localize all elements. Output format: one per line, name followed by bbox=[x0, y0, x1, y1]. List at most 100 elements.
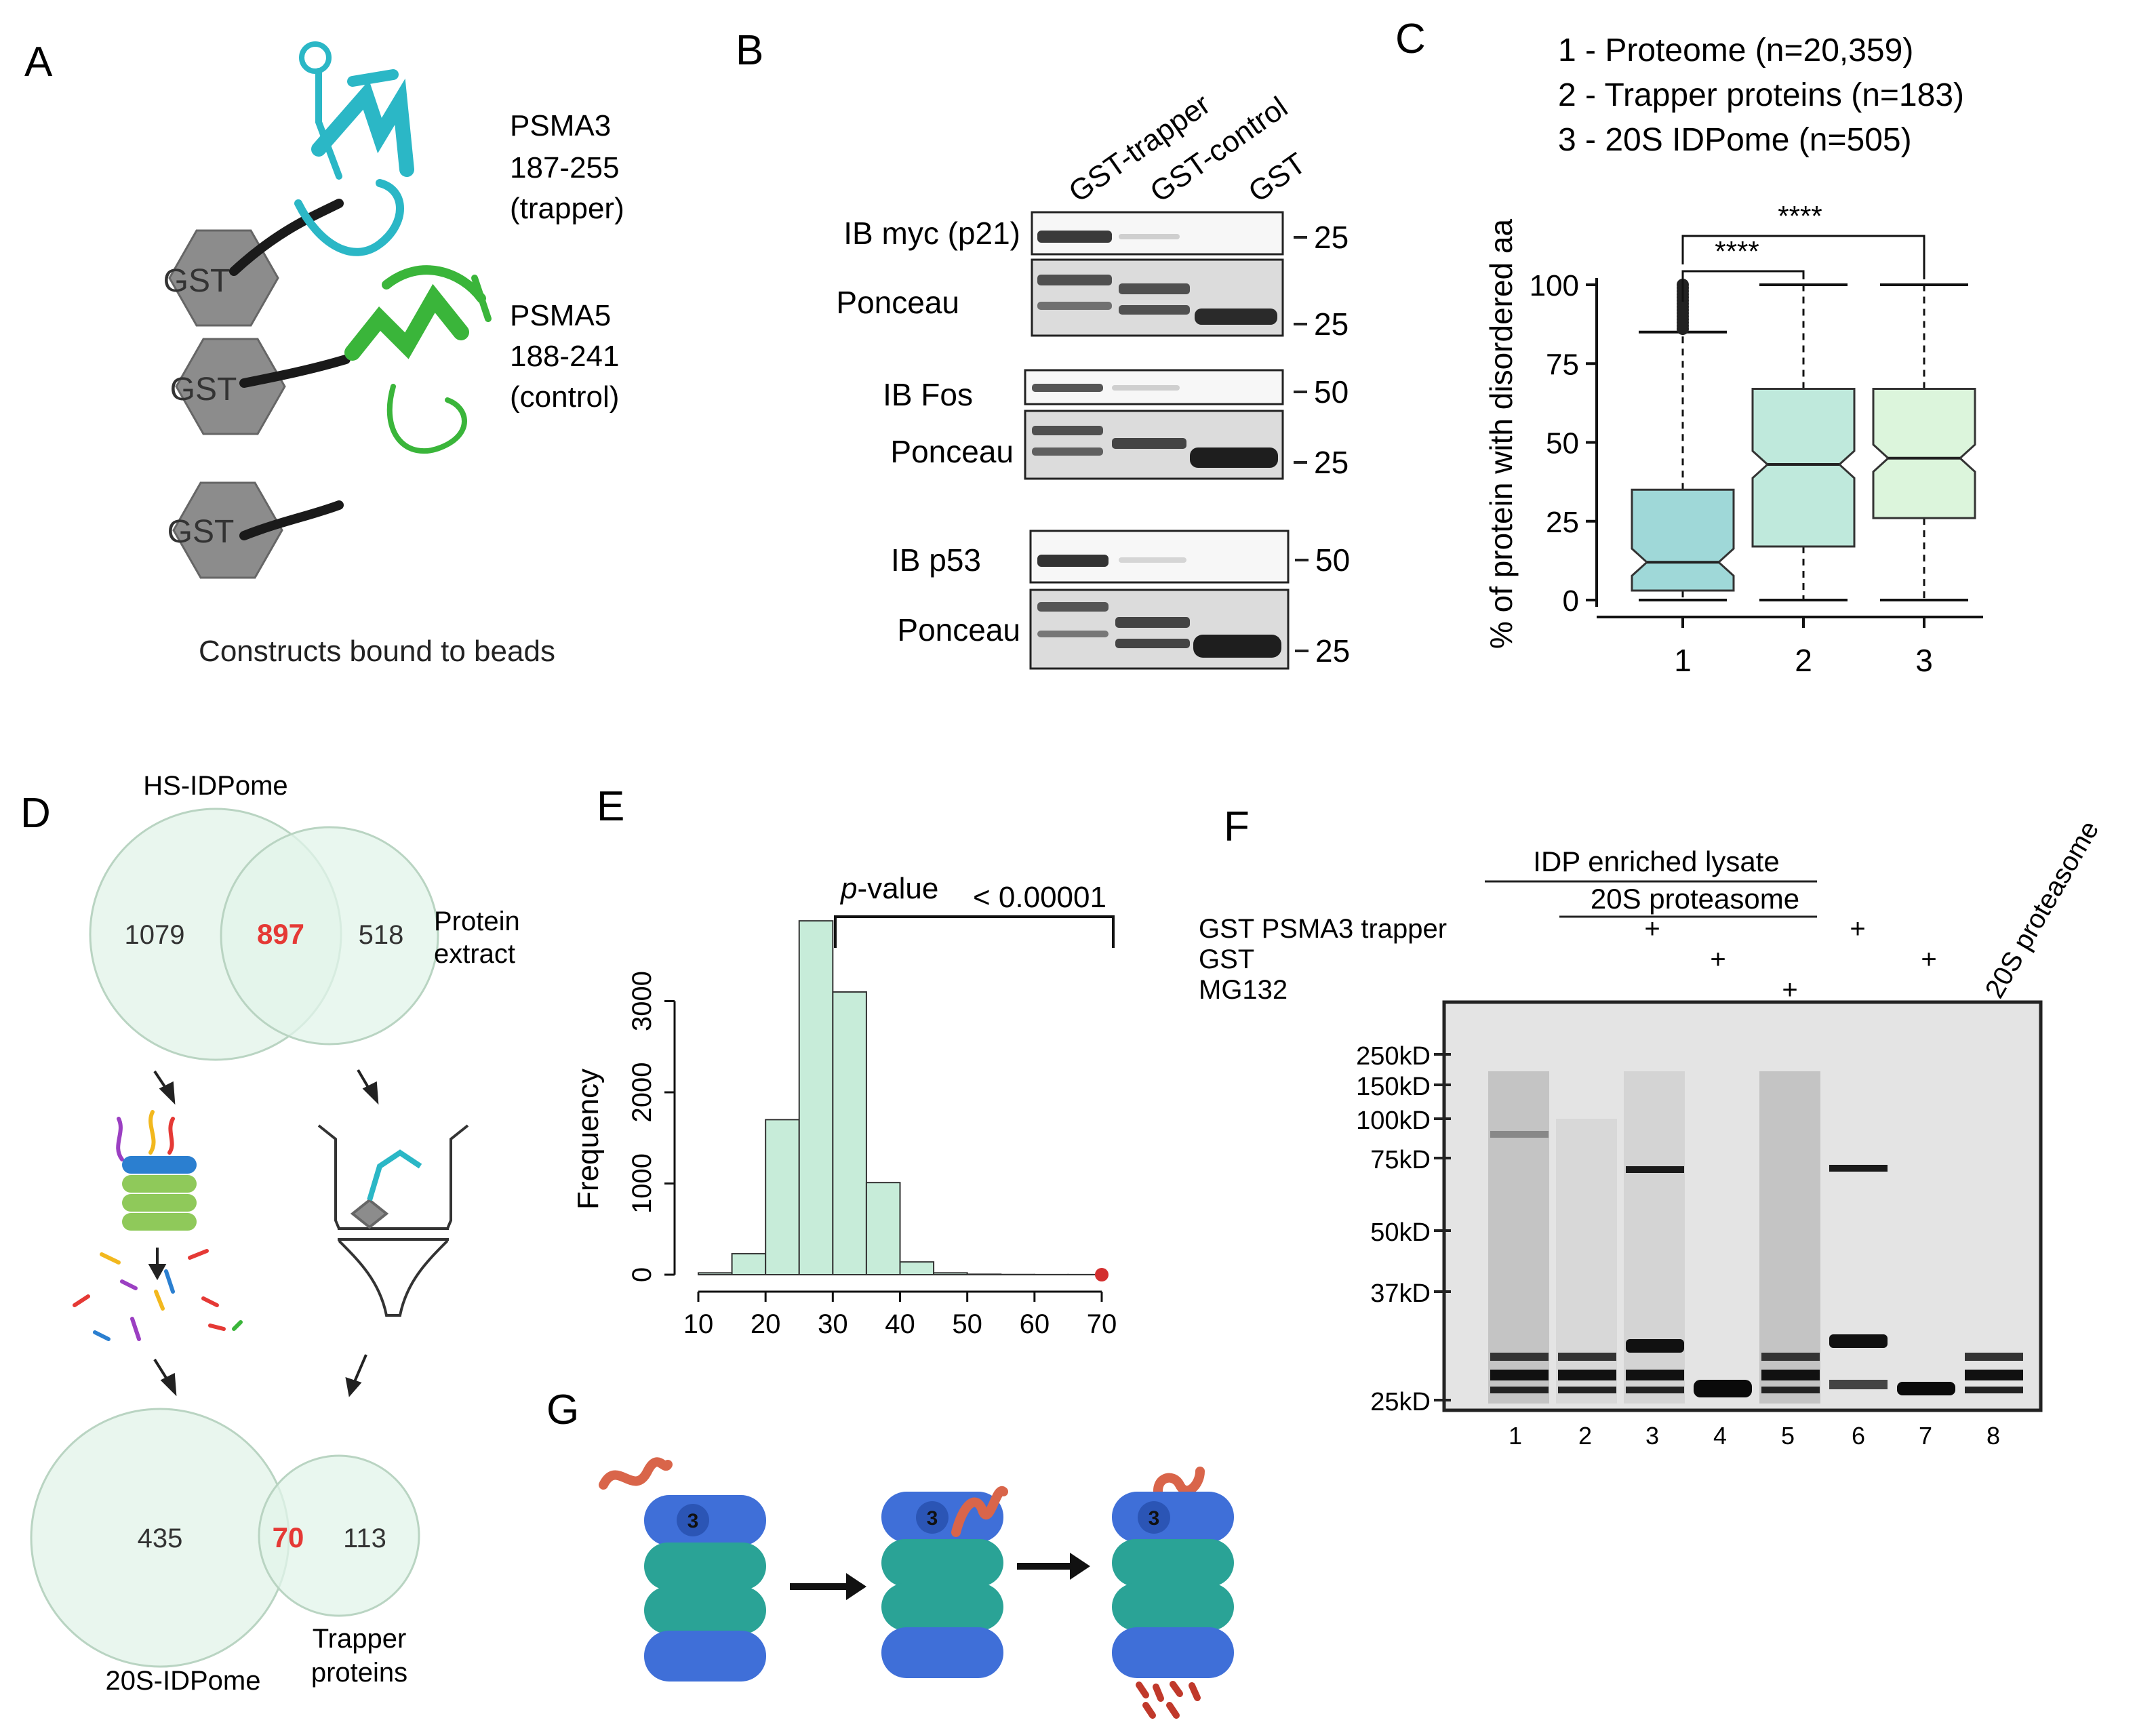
panel-a: A GST PSMA3 187-255 (trapper) GST PSMA5 … bbox=[24, 39, 624, 668]
legend-item-3: 3 - 20S IDPome (n=505) bbox=[1558, 122, 1912, 158]
blot-label-myc: IB myc (p21) bbox=[843, 216, 1020, 251]
mw-75: 75kD bbox=[1370, 1146, 1431, 1174]
pvalue-bracket bbox=[834, 915, 1115, 948]
blot-row-myc: IB myc (p21) 25 bbox=[843, 211, 1349, 256]
panel-d: D HS-IDPome Protein extract 1079 897 518 bbox=[20, 771, 520, 1696]
band-myc-2 bbox=[1119, 234, 1180, 239]
mw-25: 25kD bbox=[1370, 1388, 1431, 1416]
histogram-bar bbox=[865, 1182, 901, 1276]
substrate-entering bbox=[1153, 1467, 1205, 1503]
band-myc-1 bbox=[1037, 231, 1112, 243]
venn-bottom-left-count: 435 bbox=[138, 1524, 183, 1553]
band-fos-1 bbox=[1032, 384, 1103, 392]
histogram-observed-point bbox=[1095, 1268, 1109, 1281]
control-structure-icon bbox=[344, 265, 492, 454]
venn-top-right-circle bbox=[220, 826, 439, 1046]
venn-top-right-label-1: Protein bbox=[434, 907, 520, 936]
trapper-range: 187-255 bbox=[510, 151, 619, 184]
lane-number-1: 1 bbox=[1509, 1422, 1522, 1450]
plus-lane3-trapper: + bbox=[1644, 914, 1660, 944]
boxplot-box bbox=[1872, 387, 1976, 519]
band-p1-e bbox=[1195, 309, 1277, 325]
blot-label-ponceau-1: Ponceau bbox=[836, 285, 959, 320]
boxplot-y-tick-label: 25 bbox=[1546, 506, 1579, 539]
venn-bottom-overlap-count: 70 bbox=[273, 1521, 304, 1553]
gst-hexagon-control bbox=[175, 338, 286, 435]
marker-p2: 25 bbox=[1314, 445, 1349, 480]
gst-label-trapper: GST bbox=[163, 263, 231, 299]
control-role: (control) bbox=[510, 380, 619, 414]
mw-150: 150kD bbox=[1356, 1073, 1431, 1101]
blot-label-p53: IB p53 bbox=[891, 542, 981, 578]
band-p3-b bbox=[1037, 631, 1109, 637]
panel-e-letter: E bbox=[597, 783, 624, 830]
gel-row-label-gst: GST bbox=[1199, 944, 1254, 974]
significance-1: **** bbox=[1715, 235, 1759, 267]
gel-header: IDP enriched lysate bbox=[1533, 845, 1779, 877]
gel-row-label-trapper: GST PSMA3 trapper bbox=[1199, 914, 1447, 944]
panel-f-letter: F bbox=[1224, 803, 1250, 850]
venn-top-right-count: 518 bbox=[359, 920, 404, 950]
panel-c: C 1 - Proteome (n=20,359) 2 - Trapper pr… bbox=[1395, 16, 1983, 678]
band-p3-c bbox=[1115, 617, 1190, 628]
lane-number-8: 8 bbox=[1987, 1422, 2000, 1450]
gel-bands bbox=[1490, 1131, 2023, 1397]
panel-d-letter: D bbox=[20, 790, 51, 837]
flow-arrows bbox=[148, 1069, 379, 1397]
proteasome-icon bbox=[73, 1110, 243, 1341]
histogram-bar bbox=[731, 1253, 767, 1275]
band-p2-c bbox=[1112, 438, 1186, 449]
histogram-bar bbox=[899, 1261, 935, 1276]
boxplot-y-tick-label: 0 bbox=[1563, 584, 1579, 618]
boxplot-x-tick-label: 1 bbox=[1674, 643, 1692, 678]
panel-f: F IDP enriched lysate 20S proteasome GST… bbox=[1199, 803, 2105, 1450]
panel-b-letter: B bbox=[736, 27, 763, 74]
linker-empty bbox=[239, 500, 344, 540]
significance-2: **** bbox=[1778, 200, 1822, 232]
band-p53-2 bbox=[1119, 557, 1186, 563]
pvalue-threshold: < 0.00001 bbox=[973, 881, 1106, 914]
gst-hexagon-empty bbox=[172, 481, 283, 579]
lane-number-7: 7 bbox=[1919, 1422, 1932, 1450]
mw-100: 100kD bbox=[1356, 1107, 1431, 1135]
band-p1-d bbox=[1119, 305, 1190, 315]
histogram-bar bbox=[765, 1119, 800, 1275]
blot-row-ponceau-3: Ponceau 25 bbox=[897, 589, 1350, 670]
plus-lane6-trapper: + bbox=[1850, 914, 1865, 944]
venn-bottom-right-count: 113 bbox=[343, 1524, 386, 1553]
venn-top-left-count: 1079 bbox=[125, 920, 185, 950]
boxplot-x-tick-label: 2 bbox=[1795, 643, 1812, 678]
legend-item-1: 1 - Proteome (n=20,359) bbox=[1558, 33, 1913, 68]
band-p2-d bbox=[1190, 447, 1278, 468]
band-fos-2 bbox=[1112, 385, 1180, 391]
blot-row-fos: IB Fos 50 bbox=[883, 369, 1349, 412]
histogram-bar bbox=[798, 920, 834, 1275]
venn-bottom-left-label: 20S-IDPome bbox=[106, 1666, 261, 1696]
venn-bottom-right-label-2: proteins bbox=[311, 1658, 407, 1688]
venn-top-right-label-2: extract bbox=[434, 939, 515, 969]
mw-markers bbox=[1434, 1053, 1451, 1401]
plus-lane5-mg132: + bbox=[1782, 975, 1797, 1005]
histogram-bar bbox=[832, 991, 867, 1276]
venn-top-left-label: HS-IDPome bbox=[143, 771, 287, 801]
mw-37: 37kD bbox=[1370, 1279, 1431, 1308]
marker-fos: 50 bbox=[1314, 374, 1349, 410]
lane-number-5: 5 bbox=[1781, 1422, 1795, 1450]
control-range: 188-241 bbox=[510, 340, 619, 373]
mw-50: 50kD bbox=[1370, 1218, 1431, 1247]
venn-bottom-right-label-1: Trapper bbox=[313, 1624, 407, 1654]
proteasome-stage-3: 3 bbox=[1112, 1467, 1234, 1719]
boxplot-ylabel: % of protein with disordered aa bbox=[1483, 219, 1519, 650]
histogram-x-tick-label: 50 bbox=[952, 1309, 982, 1339]
gst-label-control: GST bbox=[170, 372, 237, 407]
panel-g-letter: G bbox=[546, 1387, 579, 1433]
histogram-y-tick-label: 1000 bbox=[627, 1153, 657, 1214]
lane8-label: 20S proteasome bbox=[1980, 816, 2105, 1003]
panel-g: G 3 3 bbox=[546, 1387, 1234, 1719]
plus-lane4-gst: + bbox=[1710, 944, 1725, 974]
proteasome-stage-2: 3 bbox=[881, 1486, 1008, 1678]
linker-control bbox=[239, 355, 351, 388]
pvalue-rest: -value bbox=[857, 872, 938, 905]
